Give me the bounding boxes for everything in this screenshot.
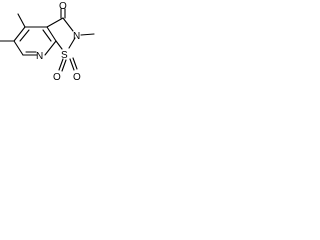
double-bond-s1-oxygen-left	[61, 59, 67, 72]
atom-labels: N N S O O O	[36, 1, 81, 83]
bond-c7a-c3a	[46, 26, 57, 42]
atom-label-isothiazole-nitrogen: N	[73, 31, 80, 42]
bond-c4-c5	[13, 26, 26, 42]
atom-label-carbonyl-oxygen: O	[59, 1, 67, 12]
pyridine-ring	[13, 26, 57, 56]
double-bond-c4-c5	[19, 29, 30, 42]
bond-c5-c6	[13, 40, 24, 56]
bond-c3-n2	[62, 17, 74, 32]
double-bond-c7a-c3a	[42, 29, 52, 42]
double-bond-s1-oxygen-right	[72, 57, 78, 70]
bond-s1-c7a	[55, 40, 63, 50]
bond-s1-oxygen-right	[69, 58, 75, 71]
bond-n2-methyl	[80, 33, 95, 36]
isothiazole-ring	[46, 17, 76, 50]
chemical-structure-diagram: N N S O O O	[0, 1, 95, 83]
atom-label-ring-nitrogen: N	[36, 51, 43, 62]
atom-label-sulfonyl-oxygen-right: O	[73, 72, 81, 83]
atom-label-sulfur: S	[61, 50, 68, 61]
atom-label-sulfonyl-oxygen-left: O	[53, 72, 61, 83]
bond-n2-s1	[68, 37, 76, 49]
substituents	[0, 8, 95, 72]
bond-s1-oxygen-left	[58, 58, 64, 71]
bond-c4-methyl	[17, 13, 26, 28]
bond-c3a-c3	[46, 17, 64, 28]
bond-n7-c7a	[44, 40, 57, 56]
